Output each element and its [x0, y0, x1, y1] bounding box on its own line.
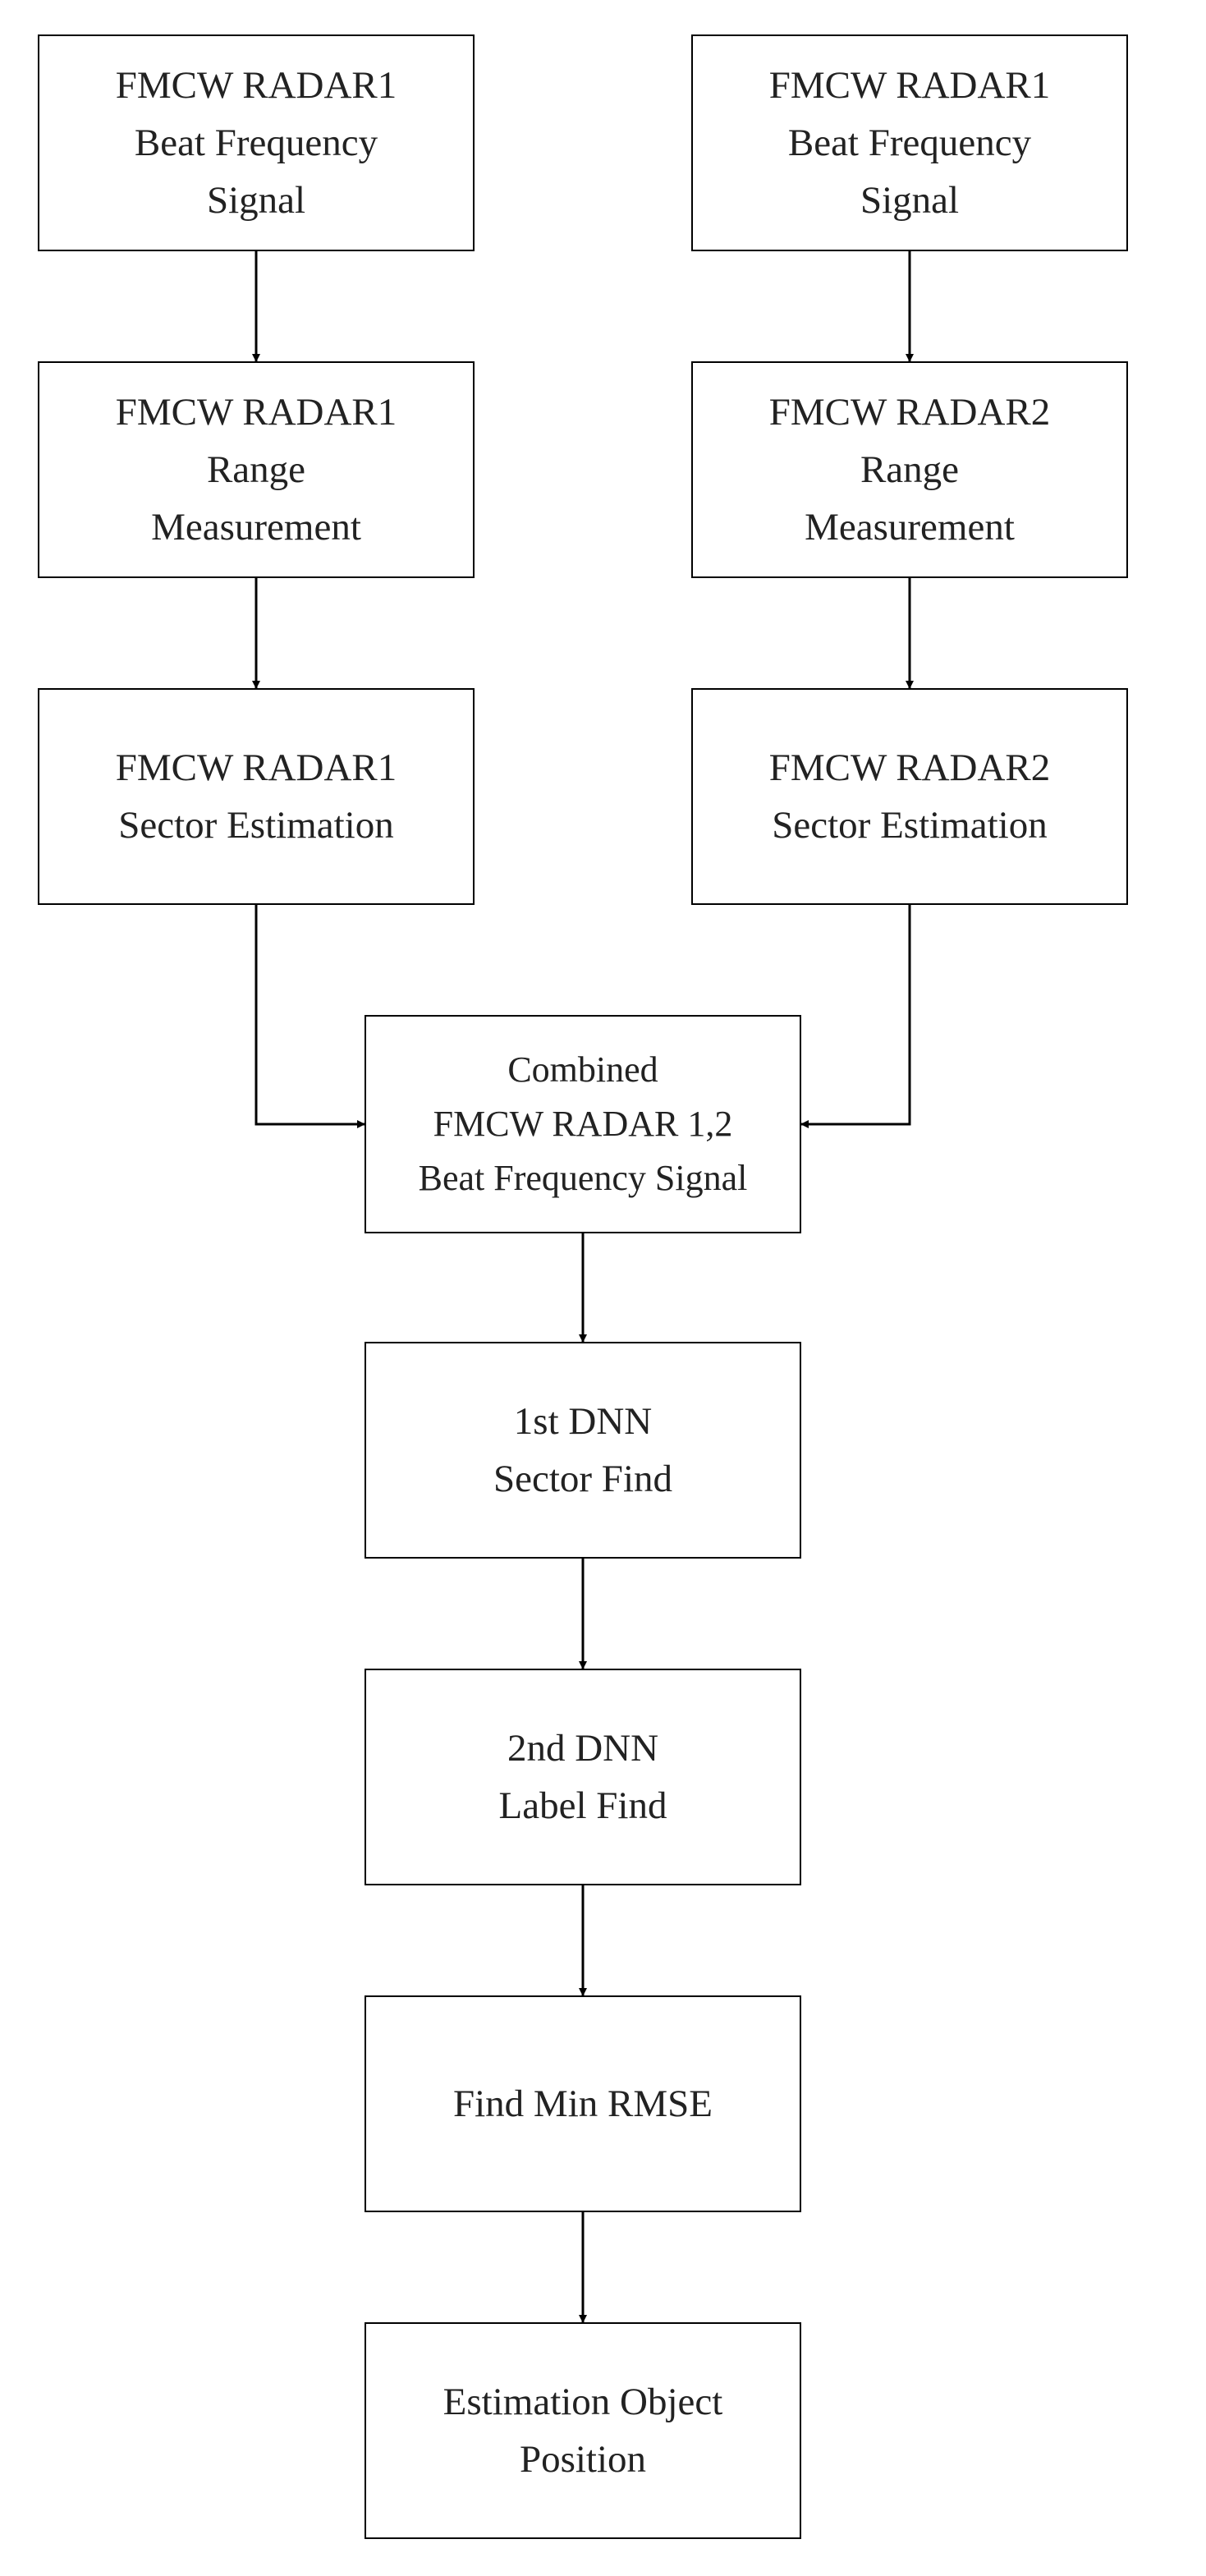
node-text-line: Beat Frequency — [787, 122, 1032, 164]
node-text-line: Label Find — [498, 1784, 667, 1827]
node-text-line: FMCW RADAR1 — [115, 64, 397, 107]
node-text-line: FMCW RADAR1 — [115, 746, 397, 789]
node-text-line: 1st DNN — [513, 1400, 653, 1443]
connector-arrow — [254, 905, 365, 1128]
node-text-line: FMCW RADAR2 — [768, 746, 1051, 789]
radar2-beat-frequency-box: FMCW RADAR1 Beat Frequency Signal — [691, 34, 1128, 251]
node-text-line: FMCW RADAR1 — [768, 64, 1051, 107]
connector-arrow — [800, 905, 911, 1128]
node-text-line: FMCW RADAR1 — [115, 391, 397, 434]
combined-beat-frequency-box: Combined FMCW RADAR 1,2 Beat Frequency S… — [365, 1015, 801, 1233]
estimation-object-position-box: Estimation Object Position — [365, 2322, 801, 2539]
node-text-line: 2nd DNN — [507, 1727, 659, 1770]
node-text-line: Sector Estimation — [772, 804, 1048, 847]
node-text-line: Combined — [507, 1049, 658, 1090]
node-text-line: Measurement — [151, 506, 361, 549]
second-dnn-label-find-box: 2nd DNN Label Find — [365, 1669, 801, 1885]
node-text-line: Beat Frequency — [134, 122, 378, 164]
radar1-range-measurement-box: FMCW RADAR1 Range Measurement — [38, 361, 475, 578]
node-text-line: Sector Estimation — [118, 804, 394, 847]
radar1-sector-estimation-box: FMCW RADAR1 Sector Estimation — [38, 688, 475, 905]
radar2-sector-estimation-box: FMCW RADAR2 Sector Estimation — [691, 688, 1128, 905]
node-text-line: Range — [860, 448, 960, 491]
node-text-line: Beat Frequency Signal — [418, 1158, 748, 1198]
node-text-line: Range — [206, 448, 306, 491]
first-dnn-sector-find-box: 1st DNN Sector Find — [365, 1342, 801, 1559]
radar1-beat-frequency-box: FMCW RADAR1 Beat Frequency Signal — [38, 34, 475, 251]
node-text-line: Signal — [860, 179, 960, 222]
find-min-rmse-box: Find Min RMSE — [365, 1995, 801, 2212]
radar2-range-measurement-box: FMCW RADAR2 Range Measurement — [691, 361, 1128, 578]
node-text-line: Signal — [206, 179, 306, 222]
node-text-line: FMCW RADAR2 — [768, 391, 1051, 434]
node-text-line: Sector Find — [493, 1458, 673, 1500]
node-text-line: Estimation Object — [443, 2381, 723, 2423]
node-text-line: Measurement — [805, 506, 1015, 549]
node-text-line: Find Min RMSE — [452, 2082, 713, 2125]
node-text-line: FMCW RADAR 1,2 — [433, 1104, 733, 1144]
node-text-line: Position — [519, 2438, 647, 2481]
